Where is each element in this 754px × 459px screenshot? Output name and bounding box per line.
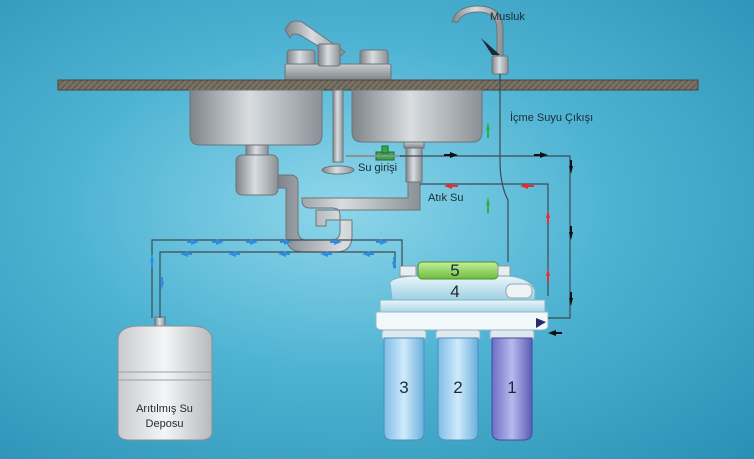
tank-label-line1: Arıtılmış Su <box>136 403 193 415</box>
sink-faucet <box>284 20 392 81</box>
storage-tank <box>117 316 213 441</box>
drain-assembly <box>235 141 425 253</box>
stage4-number: 4 <box>450 282 460 301</box>
waste-flow-arrows <box>444 183 550 282</box>
drinking-flow-arrows <box>486 122 490 213</box>
stage2-number: 2 <box>453 378 463 397</box>
stage5-number: 5 <box>450 261 460 280</box>
inlet-flow-arrows <box>444 152 573 336</box>
inlet-valve <box>346 145 406 161</box>
countertop <box>57 79 699 91</box>
drinking-water-outlet-label: İçme Suyu Çıkışı <box>510 112 594 124</box>
stage1-number: 1 <box>507 378 517 397</box>
tubing <box>151 74 571 319</box>
waste-water-label: Atık Su <box>428 192 464 204</box>
stage3-number: 3 <box>399 378 409 397</box>
ro-filter-unit <box>375 261 549 441</box>
double-sink <box>189 89 483 175</box>
tank-label-line2: Deposu <box>145 418 184 430</box>
water-inlet-label: Su girişi <box>358 162 398 174</box>
purified-flow-arrows <box>150 239 396 290</box>
faucet-label: Musluk <box>490 11 525 23</box>
